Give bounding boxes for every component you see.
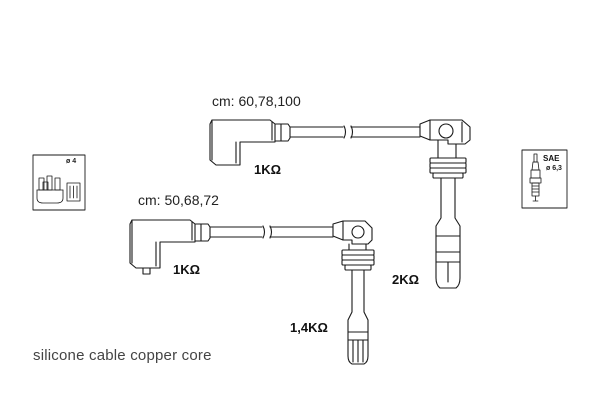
top-wire-end-resistance: 1KΩ xyxy=(254,162,282,177)
top-wire-elbow xyxy=(419,119,471,145)
top-wire-cable-segment xyxy=(289,126,344,138)
bottom-wire-break-mark xyxy=(262,225,273,239)
spark-plug-icon-box xyxy=(521,149,568,209)
top-wire-break-mark xyxy=(343,125,354,139)
distributor-cap-icon xyxy=(36,175,64,204)
distributor-icon-box xyxy=(32,154,86,211)
bottom-wire-ribbed-collar xyxy=(341,249,375,271)
bottom-wire-cable-segment-2 xyxy=(269,226,334,238)
bottom-wire-length-label: cm: 50,68,72 xyxy=(138,192,219,208)
bottom-wire-plug-boot xyxy=(347,269,369,333)
distributor-diameter-label: ø 4 xyxy=(66,158,77,165)
top-wire-plug-terminal xyxy=(435,235,461,289)
spark-plug-diameter-label: ø 6,3 xyxy=(546,165,562,172)
bottom-wire-elbow-ring xyxy=(351,225,365,239)
bottom-wire-distributor-boot xyxy=(129,219,196,269)
bottom-wire-plug-resistance: 1,4KΩ xyxy=(290,320,328,335)
top-wire xyxy=(209,119,471,289)
top-wire-plug-boot xyxy=(435,177,461,237)
top-wire-plug-resistance: 2KΩ xyxy=(392,272,420,287)
bottom-wire-boot-tab xyxy=(142,267,151,275)
bottom-wire-boot-collar xyxy=(194,223,211,242)
top-wire-ribbed-collar xyxy=(429,157,467,179)
bottom-wire-elbow xyxy=(332,220,373,245)
spark-plug-icon xyxy=(529,153,542,202)
bottom-wire-end-resistance: 1KΩ xyxy=(173,262,201,277)
spark-plug-standard-label: SAE xyxy=(543,154,560,163)
bottom-wire-plug-terminal xyxy=(347,331,369,365)
bottom-wire xyxy=(129,219,375,365)
top-wire-boot-collar xyxy=(274,123,291,142)
cable-caption: silicone cable copper core xyxy=(33,347,212,364)
top-wire-elbow-ring xyxy=(438,123,454,139)
top-wire-distributor-boot xyxy=(209,119,276,166)
top-wire-length-label: cm: 60,78,100 xyxy=(212,93,301,109)
bottom-wire-cable-segment xyxy=(209,226,263,238)
plug-symbol-icon xyxy=(66,182,81,202)
top-wire-cable-segment-2 xyxy=(350,126,421,138)
